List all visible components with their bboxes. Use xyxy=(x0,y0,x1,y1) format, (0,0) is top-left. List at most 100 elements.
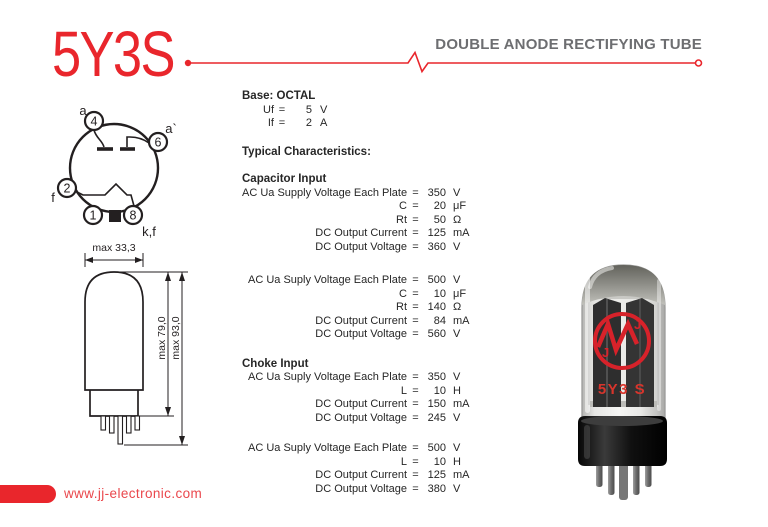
spec-row: AC Ua Suply Voltage Each Plate = 350 V xyxy=(242,371,482,385)
spec-value: 140 xyxy=(427,301,446,313)
spec-value: 350 xyxy=(427,186,446,199)
spec-row: If = 2 A xyxy=(242,117,482,131)
pin-number-4: 4 xyxy=(91,115,98,129)
spec-row: Rt = 140 Ω xyxy=(242,301,482,315)
spec-unit: H xyxy=(453,455,461,468)
spec-value: 500 xyxy=(427,442,446,454)
spec-label: DC Output Current xyxy=(315,227,407,239)
spec-value: 380 xyxy=(427,482,446,495)
equals-sign: = xyxy=(412,371,419,383)
spec-row: L = 10 H xyxy=(242,385,482,399)
equals-sign: = xyxy=(412,227,419,239)
key-notch xyxy=(109,210,121,222)
spec-unit: V xyxy=(453,328,461,340)
spec-row: AC Ua Supply Voltage Each Plate = 350 V xyxy=(242,187,482,201)
equals-sign: = xyxy=(412,398,419,410)
spec-row: DC Output Current = 125 mA xyxy=(242,227,482,241)
tube-pins xyxy=(596,463,652,500)
spec-value: 500 xyxy=(427,274,446,286)
spec-row: Uf = 5 V xyxy=(242,104,482,118)
spec-label: C xyxy=(399,287,407,300)
spec-value: 5 xyxy=(305,103,312,116)
spec-row: DC Output Current = 150 mA xyxy=(242,398,482,412)
equals-sign: = xyxy=(412,442,419,454)
spec-label: Rt xyxy=(396,301,407,313)
spec-unit: mA xyxy=(453,398,470,410)
pin-number-6: 6 xyxy=(155,136,162,150)
tube-print-label: 5Y3 S xyxy=(598,381,646,398)
equals-sign: = xyxy=(278,103,286,116)
spec-unit: V xyxy=(320,103,328,116)
spec-unit: H xyxy=(453,384,461,397)
section-heading: Choke Input xyxy=(242,357,309,370)
spec-label: AC Ua Supply Voltage Each Plate xyxy=(242,186,408,199)
equals-sign: = xyxy=(412,482,419,495)
equals-sign: = xyxy=(278,117,286,129)
pin-label-filament: f xyxy=(51,190,55,205)
tube-photo: J J 5Y3 S xyxy=(578,264,667,500)
spec-value: 125 xyxy=(427,227,446,239)
specs-column: Base: OCTAL Uf = 5 V If = 2 A Typical Ch… xyxy=(242,90,482,496)
pin-number-8: 8 xyxy=(130,209,137,223)
equals-sign: = xyxy=(412,301,419,313)
equals-sign: = xyxy=(412,274,419,286)
spec-label: DC Output Current xyxy=(315,314,407,327)
spec-unit: mA xyxy=(453,314,470,327)
spec-unit: V xyxy=(453,240,461,253)
spec-row: DC Output Current = 84 mA xyxy=(242,315,482,329)
spec-label: DC Output Voltage xyxy=(315,482,407,495)
spec-row: Rt = 50 Ω xyxy=(242,214,482,228)
spec-unit: V xyxy=(453,371,461,383)
equals-sign: = xyxy=(412,314,419,327)
website-link[interactable]: www.jj-electronic.com xyxy=(64,486,203,501)
getter-dome xyxy=(582,265,665,305)
tube-base xyxy=(578,416,667,466)
spec-value: 245 xyxy=(427,411,446,424)
spec-label: AC Ua Suply Voltage Each Plate xyxy=(248,371,407,383)
spec-value: 20 xyxy=(433,200,446,212)
choke-input-block-1: Choke Input AC Ua Suply Voltage Each Pla… xyxy=(242,358,482,426)
spec-unit: V xyxy=(453,274,461,286)
capacitor-input-block-2: AC Ua Suply Voltage Each Plate = 500 V C… xyxy=(242,274,482,342)
equals-sign: = xyxy=(412,384,419,397)
spec-value: 560 xyxy=(427,328,446,340)
spec-unit: A xyxy=(320,117,328,129)
spec-label: C xyxy=(399,200,407,212)
pin-label-cathode: k,f xyxy=(142,224,156,239)
spec-row: C = 10 μF xyxy=(242,288,482,302)
spec-value: 10 xyxy=(433,455,446,468)
spec-label: L xyxy=(400,455,407,468)
spec-label: If xyxy=(267,117,274,129)
spec-unit: Ω xyxy=(453,213,462,226)
spec-unit: V xyxy=(453,411,461,424)
spec-value: 125 xyxy=(427,469,446,481)
dim-body-height-label: max 79,0 xyxy=(156,316,168,359)
spec-label: DC Output Voltage xyxy=(315,411,407,424)
spec-value: 10 xyxy=(433,384,446,397)
typical-characteristics-heading: Typical Characteristics: xyxy=(242,145,371,158)
spec-row: AC Ua Suply Voltage Each Plate = 500 V xyxy=(242,442,482,456)
equals-sign: = xyxy=(412,411,419,424)
logo-letter-bottom: J xyxy=(602,345,609,360)
page-subtitle: DOUBLE ANODE RECTIFYING TUBE xyxy=(435,36,702,53)
equals-sign: = xyxy=(412,200,419,212)
equals-sign: = xyxy=(412,469,419,481)
spec-row: DC Output Voltage = 360 V xyxy=(242,241,482,255)
spec-label: AC Ua Suply Voltage Each Plate xyxy=(248,274,407,286)
spec-label: DC Output Voltage xyxy=(315,328,407,340)
spec-label: Uf xyxy=(263,103,274,116)
capacitor-input-block-1: Capacitor Input AC Ua Supply Voltage Eac… xyxy=(242,173,482,254)
jj-logo: J J xyxy=(593,312,651,370)
equals-sign: = xyxy=(412,287,419,300)
spec-row: AC Ua Suply Voltage Each Plate = 500 V xyxy=(242,274,482,288)
pin-label-anode1: a xyxy=(79,103,87,118)
spec-unit: V xyxy=(453,186,461,199)
spec-row: DC Output Voltage = 560 V xyxy=(242,328,482,342)
page-title: 5Y3S xyxy=(52,18,175,90)
pin-number-1: 1 xyxy=(90,209,97,223)
spec-row: DC Output Voltage = 380 V xyxy=(242,483,482,497)
spec-unit: μF xyxy=(453,200,467,212)
spec-label: DC Output Current xyxy=(315,469,407,481)
footer-accent-pill xyxy=(0,485,56,503)
